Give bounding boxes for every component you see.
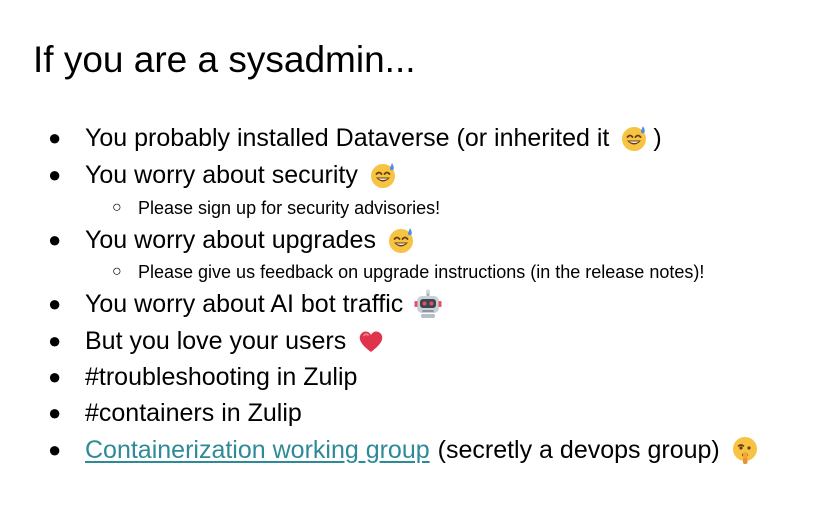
sweat-smile-emoji-icon xyxy=(368,160,398,190)
bullet-glyph: ● xyxy=(48,328,62,353)
sub-bullet-glyph: ○ xyxy=(112,199,122,216)
bullet-glyph: ● xyxy=(48,364,62,389)
list-item-content: #troubleshooting in Zulip xyxy=(85,360,357,394)
list-item-text: You worry about AI bot traffic xyxy=(85,290,404,318)
list-item-text: You worry about security xyxy=(85,161,358,189)
list-item-text: You probably installed Dataverse (or inh… xyxy=(85,124,610,152)
list-item-text: #containers in Zulip xyxy=(85,399,302,427)
sub-list-item-text: Please sign up for security advisories! xyxy=(138,198,441,218)
robot-emoji-icon xyxy=(413,289,443,319)
list-item-content: You worry about upgrades xyxy=(85,223,416,257)
list-item-text: #troubleshooting in Zulip xyxy=(85,363,358,391)
red-heart-emoji-icon xyxy=(356,326,386,356)
shushing-face-emoji-icon xyxy=(730,435,760,465)
list-item-content: You worry about security xyxy=(85,158,398,192)
list-item-content: #containers in Zulip xyxy=(85,396,302,430)
bullet-glyph: ● xyxy=(48,437,62,462)
sweat-smile-emoji-icon xyxy=(386,225,416,255)
bullet-glyph: ● xyxy=(48,400,62,425)
list-item-content: But you love your users xyxy=(85,324,386,358)
list-item-text: But you love your users xyxy=(85,327,347,355)
slide-title: If you are a sysadmin... xyxy=(33,39,416,80)
sub-list-item-text: Please give us feedback on upgrade instr… xyxy=(138,262,705,282)
containerization-working-group-link[interactable]: Containerization working group xyxy=(85,436,430,464)
list-item-text: You worry about upgrades xyxy=(85,226,376,254)
bullet-glyph: ● xyxy=(48,162,62,187)
list-item-content: Containerization working group (secretly… xyxy=(85,433,760,467)
bullet-glyph: ● xyxy=(48,291,62,316)
list-item-trailing-text: ) xyxy=(653,124,662,152)
list-item-content: You worry about AI bot traffic xyxy=(85,287,443,321)
sweat-smile-emoji-icon xyxy=(619,123,649,153)
bullet-glyph: ● xyxy=(48,125,62,150)
list-item-content: You probably installed Dataverse (or inh… xyxy=(85,121,662,155)
sub-bullet-glyph: ○ xyxy=(112,263,122,280)
bullet-glyph: ● xyxy=(48,227,62,252)
list-item-text: (secretly a devops group) xyxy=(437,436,720,464)
